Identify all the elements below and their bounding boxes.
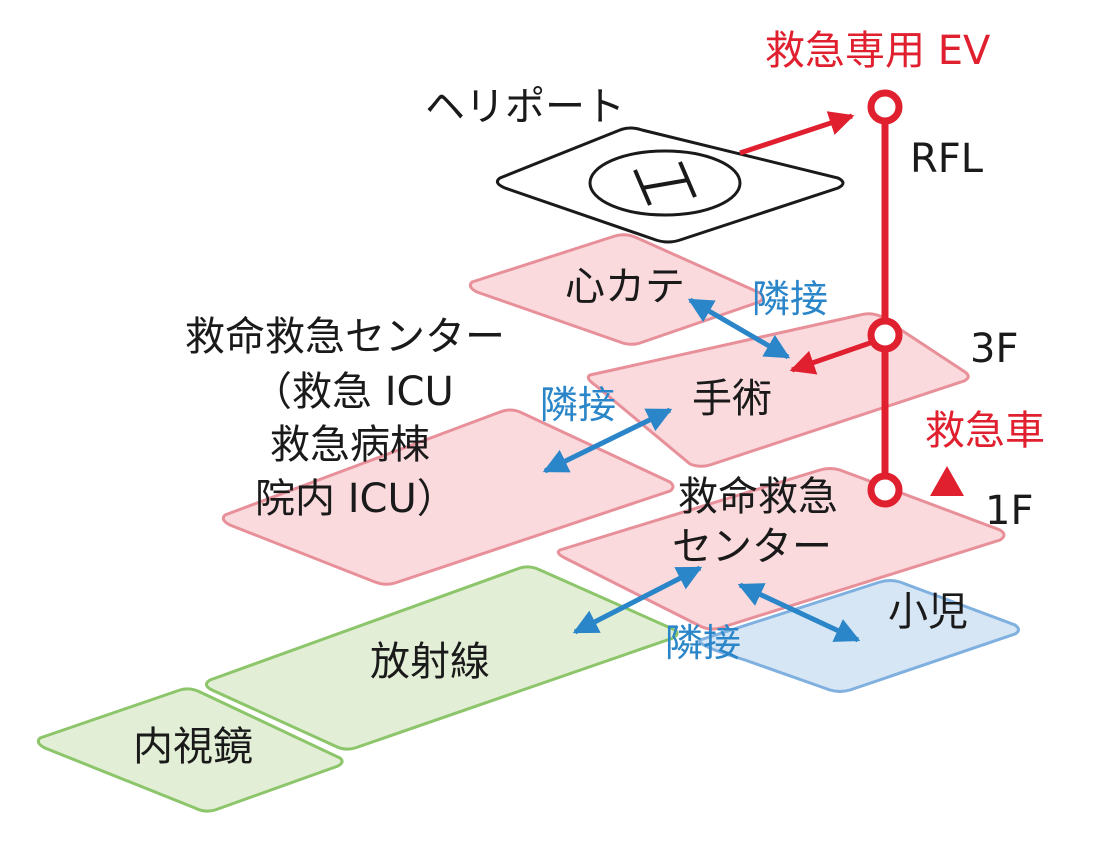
surgery-3f-plate xyxy=(586,312,970,468)
heliport-h-icon xyxy=(588,149,742,217)
elevator-shaft xyxy=(867,89,903,508)
adjacent-label-2: 隣接 xyxy=(540,383,616,427)
ecc-upper-line2: （救急 ICU xyxy=(252,369,454,415)
heliport-label: ヘリポート xyxy=(425,84,625,130)
ecc-upper-line1: 救命救急センター xyxy=(185,314,505,360)
adjacent-arrow-radiology-ecc xyxy=(572,565,703,635)
floor-1f-label: 1F xyxy=(985,488,1033,534)
elevator-stop-3f xyxy=(867,317,903,353)
ecc-lower-line1: 救命救急 xyxy=(678,474,838,520)
adjacent-label-3: 隣接 xyxy=(665,621,741,665)
radiology-label: 放射線 xyxy=(370,639,490,685)
elevator-label: 救急専用 EV xyxy=(765,28,991,74)
ecc-lower-line2: センター xyxy=(672,524,832,570)
ev-to-surgery-arrow xyxy=(789,340,871,375)
ecc-upper-line4: 院内 ICU） xyxy=(255,476,457,522)
elevator-stop-rfl xyxy=(867,89,903,125)
radiology-plate xyxy=(205,565,679,751)
endoscopy-plate xyxy=(36,687,344,813)
cath-lab-label: 心カテ xyxy=(565,264,685,310)
adjacent-label-1: 隣接 xyxy=(752,277,828,321)
surgery-label: 手術 xyxy=(692,376,772,422)
adjacent-arrow-cath-surgery xyxy=(687,297,791,360)
adjacent-arrow-ecc-pediatrics xyxy=(737,582,861,643)
ambulance-triangle-icon xyxy=(930,466,964,496)
ambulance-label: 救急車 xyxy=(925,408,1045,454)
elevator-stop-1f xyxy=(867,472,903,508)
ecc-upper-line3: 救急病棟 xyxy=(270,422,430,468)
floor-3f-label: 3F xyxy=(970,326,1018,372)
floor-rfl-label: RFL xyxy=(910,136,984,182)
endoscopy-label: 内視鏡 xyxy=(133,724,253,770)
heliport-to-ev-arrow xyxy=(739,111,855,156)
adjacent-arrow-ecc-surgery xyxy=(542,407,673,474)
pediatrics-label: 小児 xyxy=(888,589,968,635)
